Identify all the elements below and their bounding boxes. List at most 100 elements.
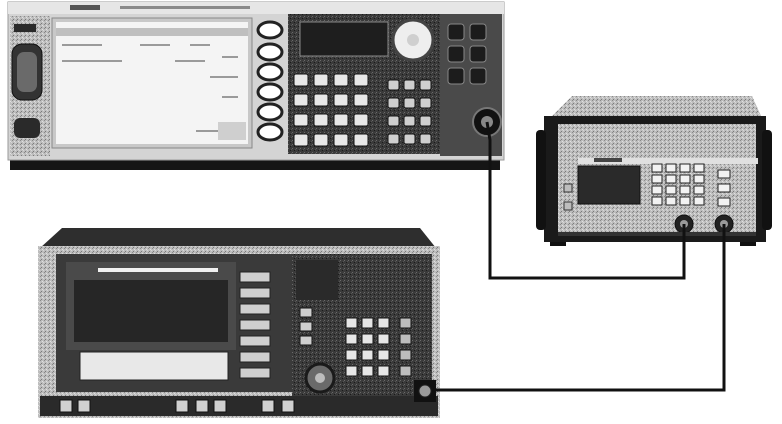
generator-key[interactable] [313, 93, 329, 107]
generator-key[interactable] [333, 93, 349, 107]
generator-nav-key[interactable] [387, 115, 400, 127]
analyzer-bottom-button[interactable] [175, 399, 189, 413]
analyzer-softkey-4[interactable] [239, 319, 271, 331]
cables [436, 121, 726, 392]
meter-menu-button[interactable] [563, 201, 573, 211]
meter-key[interactable] [693, 174, 705, 184]
analyzer-function-key[interactable] [299, 335, 313, 346]
generator-standby-button[interactable] [14, 118, 40, 138]
analyzer-key[interactable] [345, 349, 358, 361]
generator-softkey-5[interactable] [256, 102, 284, 122]
analyzer-key[interactable] [377, 349, 390, 361]
meter-key[interactable] [665, 185, 677, 195]
analyzer-rf-input-connector-icon[interactable] [418, 384, 432, 398]
analyzer-bottom-button[interactable] [59, 399, 73, 413]
generator-key[interactable] [313, 113, 329, 127]
meter-key[interactable] [693, 196, 705, 206]
analyzer-key[interactable] [361, 349, 374, 361]
meter-key[interactable] [679, 185, 691, 195]
generator-key[interactable] [333, 73, 349, 87]
generator-nav-key[interactable] [419, 79, 432, 91]
generator-key[interactable] [293, 93, 309, 107]
analyzer-unit-key[interactable] [399, 333, 412, 345]
generator-key[interactable] [353, 133, 369, 147]
analyzer-softkey-7[interactable] [239, 367, 271, 379]
generator-function-key[interactable] [469, 23, 487, 41]
generator-nav-key[interactable] [419, 97, 432, 109]
meter-key[interactable] [679, 163, 691, 173]
meter-key[interactable] [651, 196, 663, 206]
meter-handle-right[interactable] [762, 130, 772, 230]
analyzer-bottom-button[interactable] [195, 399, 209, 413]
generator-key[interactable] [333, 113, 349, 127]
analyzer-softkey-2[interactable] [239, 287, 271, 299]
meter-key[interactable] [651, 185, 663, 195]
meter-key[interactable] [651, 163, 663, 173]
generator-key[interactable] [293, 73, 309, 87]
generator-function-key[interactable] [447, 23, 465, 41]
meter-key[interactable] [679, 174, 691, 184]
generator-key[interactable] [293, 113, 309, 127]
analyzer-function-key[interactable] [299, 307, 313, 318]
generator-nav-key[interactable] [403, 133, 416, 145]
generator-key[interactable] [353, 73, 369, 87]
generator-key[interactable] [353, 93, 369, 107]
generator-nav-key[interactable] [403, 115, 416, 127]
analyzer-key[interactable] [345, 317, 358, 329]
meter-key[interactable] [693, 185, 705, 195]
meter-key[interactable] [665, 196, 677, 206]
generator-softkey-3[interactable] [256, 62, 284, 82]
generator-key[interactable] [333, 133, 349, 147]
meter-key[interactable] [693, 163, 705, 173]
generator-softkey-6[interactable] [256, 122, 284, 142]
meter-side-key[interactable] [717, 197, 731, 207]
generator-softkey-2[interactable] [256, 42, 284, 62]
meter-side-key[interactable] [717, 183, 731, 193]
analyzer-key[interactable] [345, 365, 358, 377]
analyzer-softkey-5[interactable] [239, 335, 271, 347]
generator-nav-key[interactable] [387, 79, 400, 91]
generator-function-key[interactable] [447, 67, 465, 85]
analyzer-key[interactable] [361, 317, 374, 329]
meter-side-key[interactable] [717, 169, 731, 179]
generator-key[interactable] [313, 133, 329, 147]
analyzer-bottom-button[interactable] [281, 399, 295, 413]
analyzer-key[interactable] [377, 333, 390, 345]
analyzer-key[interactable] [361, 333, 374, 345]
analyzer-unit-key[interactable] [399, 349, 412, 361]
generator-nav-key[interactable] [387, 97, 400, 109]
analyzer-softkey-3[interactable] [239, 303, 271, 315]
meter-key[interactable] [651, 174, 663, 184]
generator-function-key[interactable] [469, 45, 487, 63]
meter-key[interactable] [665, 163, 677, 173]
generator-nav-key[interactable] [387, 133, 400, 145]
generator-nav-key[interactable] [403, 79, 416, 91]
analyzer-key[interactable] [345, 333, 358, 345]
generator-key[interactable] [353, 113, 369, 127]
meter-key[interactable] [665, 174, 677, 184]
generator-key[interactable] [293, 133, 309, 147]
analyzer-bottom-button[interactable] [261, 399, 275, 413]
generator-function-key[interactable] [469, 67, 487, 85]
analyzer-softkey-1[interactable] [239, 271, 271, 283]
analyzer-key[interactable] [377, 365, 390, 377]
generator-nav-key[interactable] [419, 133, 432, 145]
meter-power-button[interactable] [563, 183, 573, 193]
analyzer-bottom-button[interactable] [77, 399, 91, 413]
generator-nav-key[interactable] [403, 97, 416, 109]
analyzer-key[interactable] [377, 317, 390, 329]
analyzer-key[interactable] [361, 365, 374, 377]
analyzer-function-key[interactable] [299, 321, 313, 332]
meter-handle-left[interactable] [536, 130, 546, 230]
analyzer-softkey-6[interactable] [239, 351, 271, 363]
generator-mode-keys[interactable] [299, 21, 389, 57]
analyzer-bottom-button[interactable] [213, 399, 227, 413]
analyzer-unit-key[interactable] [399, 365, 412, 377]
analyzer-unit-key[interactable] [399, 317, 412, 329]
generator-nav-key[interactable] [419, 115, 432, 127]
generator-function-key[interactable] [447, 45, 465, 63]
generator-softkey-4[interactable] [256, 82, 284, 102]
generator-softkey-1[interactable] [256, 20, 284, 40]
generator-key[interactable] [313, 73, 329, 87]
meter-key[interactable] [679, 196, 691, 206]
